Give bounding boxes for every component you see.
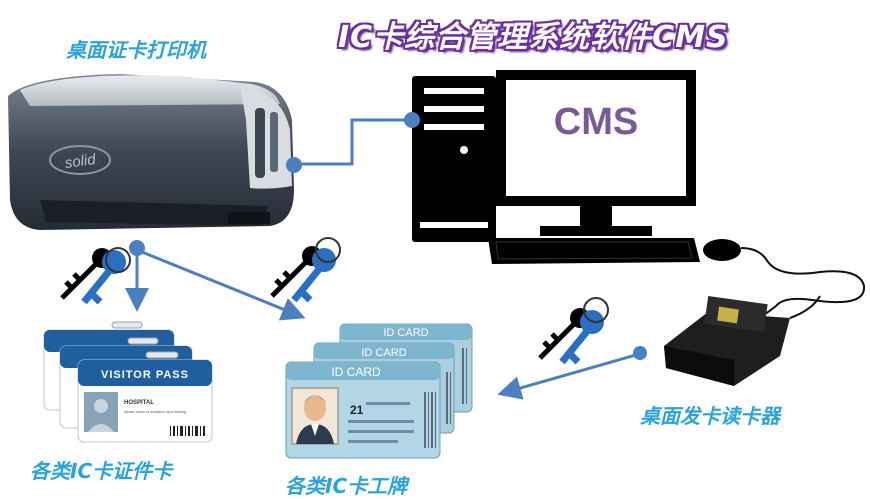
visitor-badge-front: VISITOR PASS HOSPITAL please return to r… <box>77 351 213 443</box>
label-desktop-card-reader: 桌面发卡读卡器 <box>640 404 780 428</box>
monitor-label: CMS <box>554 101 638 143</box>
id-number: 21 <box>350 403 364 417</box>
card-printer: solid <box>8 74 294 230</box>
label-ic-work-cards: 各类IC卡工牌 <box>285 474 408 498</box>
computer-tower <box>412 76 496 242</box>
printer-output-dot <box>129 240 145 256</box>
reader-output-dot <box>633 346 647 360</box>
arrow-to-workcards <box>141 250 306 321</box>
visitor-org: HOSPITAL <box>124 400 154 406</box>
id-card-stack-barcodes <box>446 348 467 424</box>
keyboard <box>488 238 700 264</box>
printer-port-dot <box>286 157 302 173</box>
key-icon-right <box>538 297 609 365</box>
diagram-title: IC卡综合管理系统软件CMS <box>338 20 729 55</box>
id-card-front-header: ID CARD <box>331 365 381 379</box>
id-barcode <box>424 392 436 448</box>
card-reader <box>664 295 821 386</box>
id-card-middle-header: ID CARD <box>361 347 406 359</box>
visitor-pass-header: VISITOR PASS <box>101 369 189 381</box>
id-card-front: ID CARD 21 <box>285 361 441 459</box>
pc-port-dot <box>404 112 420 128</box>
id-photo <box>291 387 339 445</box>
label-ic-badge-cards: 各类IC卡证件卡 <box>30 459 173 483</box>
key-icon-left <box>60 247 131 305</box>
computer-monitor: CMS <box>496 70 696 236</box>
label-desktop-card-printer: 桌面证卡打印机 <box>66 38 206 62</box>
barcode <box>170 426 205 436</box>
printer-brand: solid <box>64 151 98 172</box>
printer-pc-cable <box>296 118 412 166</box>
visitor-fine-print: please return to reception upon leaving <box>124 410 186 414</box>
key-icon-middle <box>270 237 341 303</box>
id-card-back-header: ID CARD <box>383 327 428 339</box>
mouse <box>703 239 866 319</box>
arrow-reader-to-cards <box>497 353 637 400</box>
